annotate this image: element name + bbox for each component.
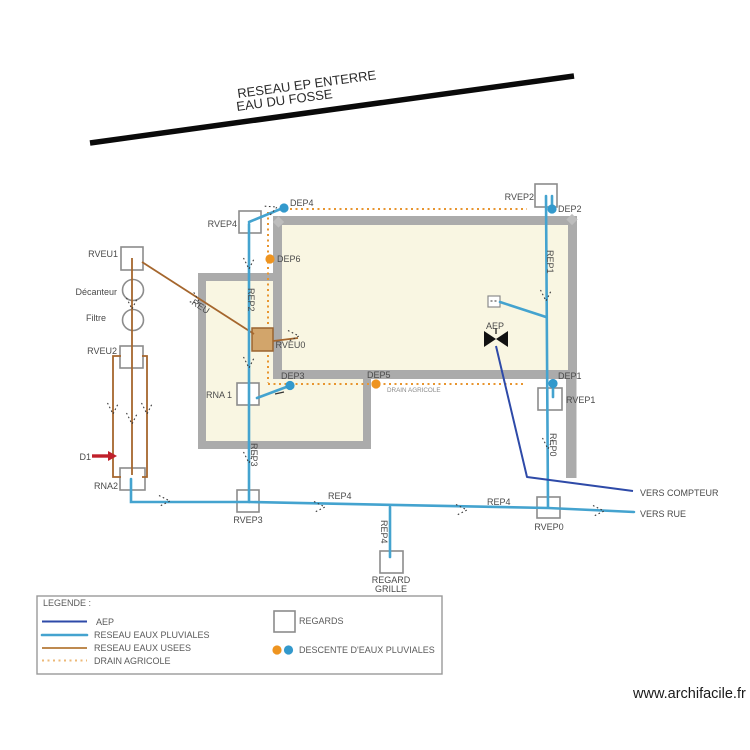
building-main: [273, 216, 577, 379]
regard-rvep1: [537, 387, 563, 411]
rep4-branch-label: REP4: [379, 520, 389, 544]
rna2-label: RNA2: [94, 481, 118, 491]
small-meter-box: [487, 295, 501, 308]
pipe-rvep4-dep4: [247, 206, 285, 224]
pipe-drain-loop-right: [142, 355, 148, 478]
vers-compteur-label: VERS COMPTEUR: [640, 488, 719, 498]
pipe-meterbox-branch: [498, 300, 548, 319]
dep3-label: DEP3: [281, 371, 305, 381]
dep2-label: DEP2: [558, 204, 582, 214]
downspout-dep4: [279, 203, 289, 213]
wall-extension: [566, 379, 577, 478]
legend-pluviales-label: RESEAU EAUX PLUVIALES: [94, 630, 210, 640]
decanteur-label: Décanteur: [75, 287, 117, 297]
rvep1-label: RVEP1: [566, 395, 595, 405]
legend-downspout-blue-icon: [283, 645, 294, 655]
rep2-label: REP2: [246, 288, 256, 312]
sewage-box-rveu0: [251, 327, 274, 352]
dep6-label: DEP6: [277, 254, 301, 264]
legend-downspout-orange-icon: [272, 645, 282, 655]
rep1-label: REP1: [545, 250, 555, 274]
dep5-label: DEP5: [367, 370, 391, 380]
rep4-label-a: REP4: [328, 491, 352, 501]
downspout-dep3: [285, 380, 295, 391]
pipe-aep: [495, 345, 634, 492]
pipe-reu: [141, 261, 255, 335]
d1-arrow-icon: [108, 451, 117, 461]
legend-descente-label: DESCENTE D'EAUX PLUVIALES: [299, 645, 435, 655]
flow-tick: [274, 391, 285, 395]
meter-box-mark: [490, 300, 493, 302]
filtre-circle: [121, 308, 145, 332]
downspout-dep2: [547, 204, 557, 214]
rep0-label: REP0: [548, 433, 558, 457]
legend-usees-label: RESEAU EAUX USEES: [94, 643, 191, 653]
buried-ep-network-line: [89, 73, 575, 146]
pipe-rna1-dep3: [255, 384, 291, 400]
d1-label: D1: [79, 452, 91, 462]
valve-aep-icon: [484, 331, 496, 347]
regard-grille-label-1: REGARD: [372, 575, 411, 585]
legend-box: [36, 595, 443, 675]
rveu0-label: RVEU0: [276, 340, 306, 350]
pipe-rna2-rvep3: [129, 477, 251, 504]
rveu1-label: RVEU1: [88, 249, 118, 259]
dep1-label: DEP1: [558, 371, 582, 381]
rveu2-label: RVEU2: [87, 346, 117, 356]
legend: LEGENDE : AEP RESEAU EAUX PLUVIALES RESE…: [36, 595, 443, 675]
downspout-dep5: [371, 379, 381, 389]
vers-rue-label: VERS RUE: [640, 509, 686, 519]
rep3-label: REP3: [249, 443, 259, 467]
rvep3-label: RVEP3: [233, 515, 262, 525]
rvep0-label: RVEP0: [534, 522, 563, 532]
legend-title: LEGENDE :: [43, 598, 91, 608]
rvep4-label: RVEP4: [208, 219, 237, 229]
legend-aep-label: AEP: [96, 617, 114, 627]
downspout-dep1: [548, 378, 558, 389]
legend-regard-swatch: [273, 610, 296, 633]
drain-agricole-label: DRAIN AGRICOLE: [387, 387, 441, 394]
regard-grille-label-2: GRILLE: [375, 584, 407, 594]
valve-aep-icon: [496, 331, 508, 347]
legend-drain-label: DRAIN AGRICOLE: [94, 656, 171, 666]
pipe-rep1-rep0: [544, 194, 550, 509]
aep-label: AEP: [486, 321, 504, 331]
rep4-label-b: REP4: [487, 497, 511, 507]
filtre-label: Filtre: [86, 313, 106, 323]
downspout-dep6: [265, 254, 275, 264]
pipe-rep4-main: [247, 500, 636, 514]
rna1-label: RNA 1: [206, 390, 232, 400]
rvep2-label: RVEP2: [505, 192, 534, 202]
pipe-drain-loop-left: [112, 355, 121, 478]
watermark: www.archifacile.fr: [632, 686, 746, 702]
legend-regards-label: REGARDS: [299, 616, 344, 626]
dep4-label: DEP4: [290, 198, 314, 208]
meter-box-mark: [494, 300, 497, 302]
decanteur-circle: [121, 278, 145, 302]
regard-grille: [379, 550, 404, 574]
